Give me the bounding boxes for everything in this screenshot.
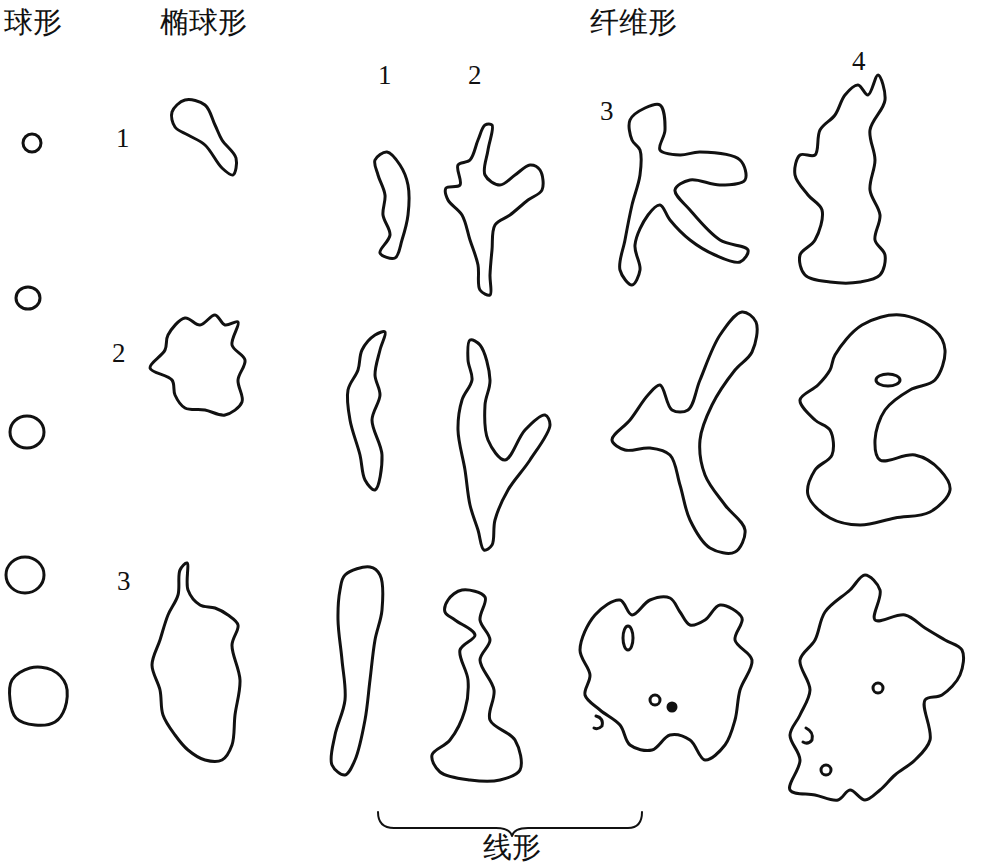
fiber-particle: [445, 124, 543, 295]
fiber-particle: [458, 340, 550, 550]
callout-number: 1: [116, 125, 130, 152]
fiber-particle: [620, 104, 749, 285]
callout-number: 1: [378, 62, 392, 89]
fiber-particle: [789, 575, 963, 800]
callout-number: 4: [852, 48, 866, 75]
fiber-particle: [580, 597, 752, 760]
sphere-particle: [10, 416, 44, 448]
fiber-particle: [347, 332, 385, 490]
fiber-particle: [612, 312, 757, 553]
ellipsoid-particle: [152, 563, 240, 762]
group-label: 线形: [483, 833, 541, 862]
particle-hole: [873, 683, 883, 693]
particle-hole: [803, 728, 812, 743]
fiber-particle: [331, 567, 383, 775]
sphere-particle: [6, 557, 44, 593]
particle-hole: [668, 703, 676, 711]
particle-hole: [594, 716, 602, 729]
ellipsoid-particle: [150, 315, 245, 415]
callout-number: 2: [112, 340, 126, 367]
callout-number: 3: [600, 98, 614, 125]
fiber-particle: [795, 75, 886, 283]
category-title: 纤维形: [590, 8, 677, 37]
fiber-particle: [375, 152, 410, 258]
particle-hole: [821, 765, 831, 775]
callout-number: 2: [468, 62, 482, 89]
fiber-particle: [432, 590, 522, 781]
ellipsoid-particle: [171, 100, 236, 176]
particle-hole: [876, 374, 900, 386]
particle-hole: [623, 626, 633, 650]
fiber-particle: [800, 315, 950, 525]
sphere-particle: [23, 134, 41, 152]
category-title: 球形: [4, 8, 62, 37]
category-title: 椭球形: [160, 8, 247, 37]
sphere-particle: [16, 287, 40, 309]
callout-number: 3: [117, 568, 131, 595]
sphere-particle: [9, 667, 67, 725]
particle-hole: [650, 695, 660, 705]
